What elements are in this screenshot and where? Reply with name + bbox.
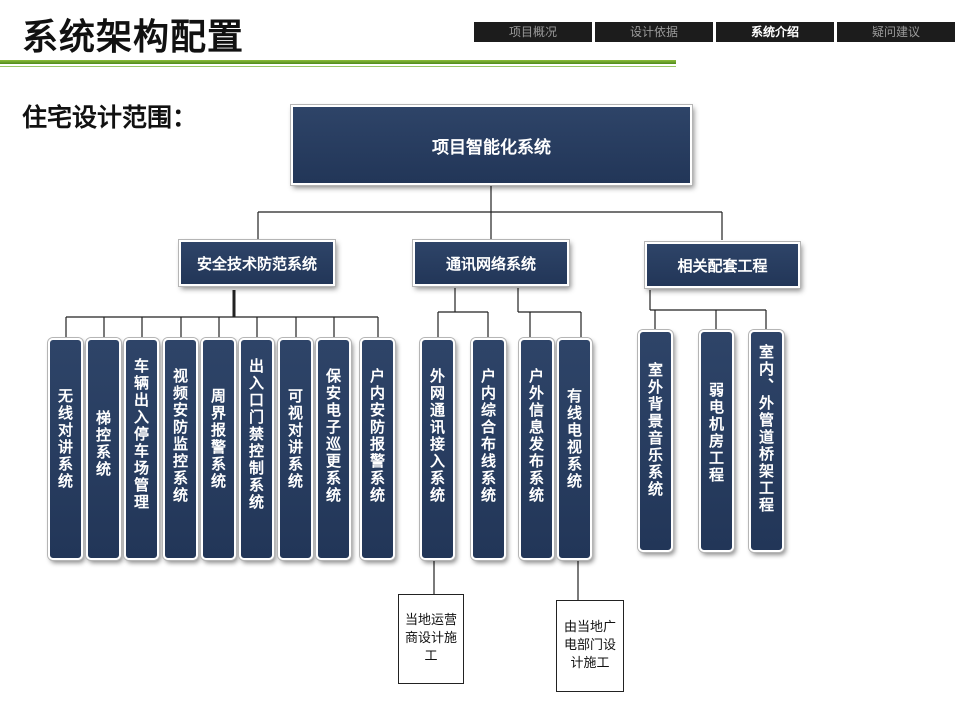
category-comms: 通讯网络系统 [413,240,569,286]
page-title: 系统架构配置 [22,17,245,58]
leaf-pipe-bridge: 室内、外管道桥架工程 [749,330,784,552]
tab-project-overview[interactable]: 项目概况 [474,22,592,42]
header-divider [0,60,676,64]
top-nav: 项目概况 设计依据 系统介绍 疑问建议 [474,22,955,42]
leaf-guard-patrol: 保安电子巡更系统 [316,338,351,560]
tab-system-intro[interactable]: 系统介绍 [716,22,834,42]
org-root-node: 项目智能化系统 [291,105,692,185]
leaf-external-network-access: 外网通讯接入系统 [420,338,455,560]
leaf-info-display: 户外信息发布系统 [519,338,554,560]
leaf-parking-management: 车辆出入停车场管理 [124,338,159,560]
leaf-background-music: 室外背景音乐系统 [638,330,673,552]
tab-design-basis[interactable]: 设计依据 [595,22,713,42]
leaf-cable-tv: 有线电视系统 [557,338,592,560]
tab-questions-suggestions[interactable]: 疑问建议 [837,22,955,42]
leaf-access-control: 出入口门禁控制系统 [239,338,274,560]
leaf-elevator-control: 梯控系统 [86,338,121,560]
header-divider-thin [0,66,676,67]
category-related: 相关配套工程 [645,242,800,288]
leaf-indoor-alarm: 户内安防报警系统 [360,338,395,560]
category-security: 安全技术防范系统 [179,240,335,286]
section-label: 住宅设计范围： [22,103,198,132]
leaf-video-intercom: 可视对讲系统 [278,338,313,560]
leaf-weak-current-room: 弱电机房工程 [699,330,734,552]
leaf-structured-cabling: 户内综合布线系统 [471,338,506,560]
leaf-wireless-intercom: 无线对讲系统 [48,338,83,560]
note-operator: 当地运营商设计施工 [398,594,464,684]
leaf-perimeter-alarm: 周界报警系统 [201,338,236,560]
leaf-video-surveillance: 视频安防监控系统 [163,338,198,560]
note-broadcast-dept: 由当地广电部门设计施工 [556,600,624,692]
